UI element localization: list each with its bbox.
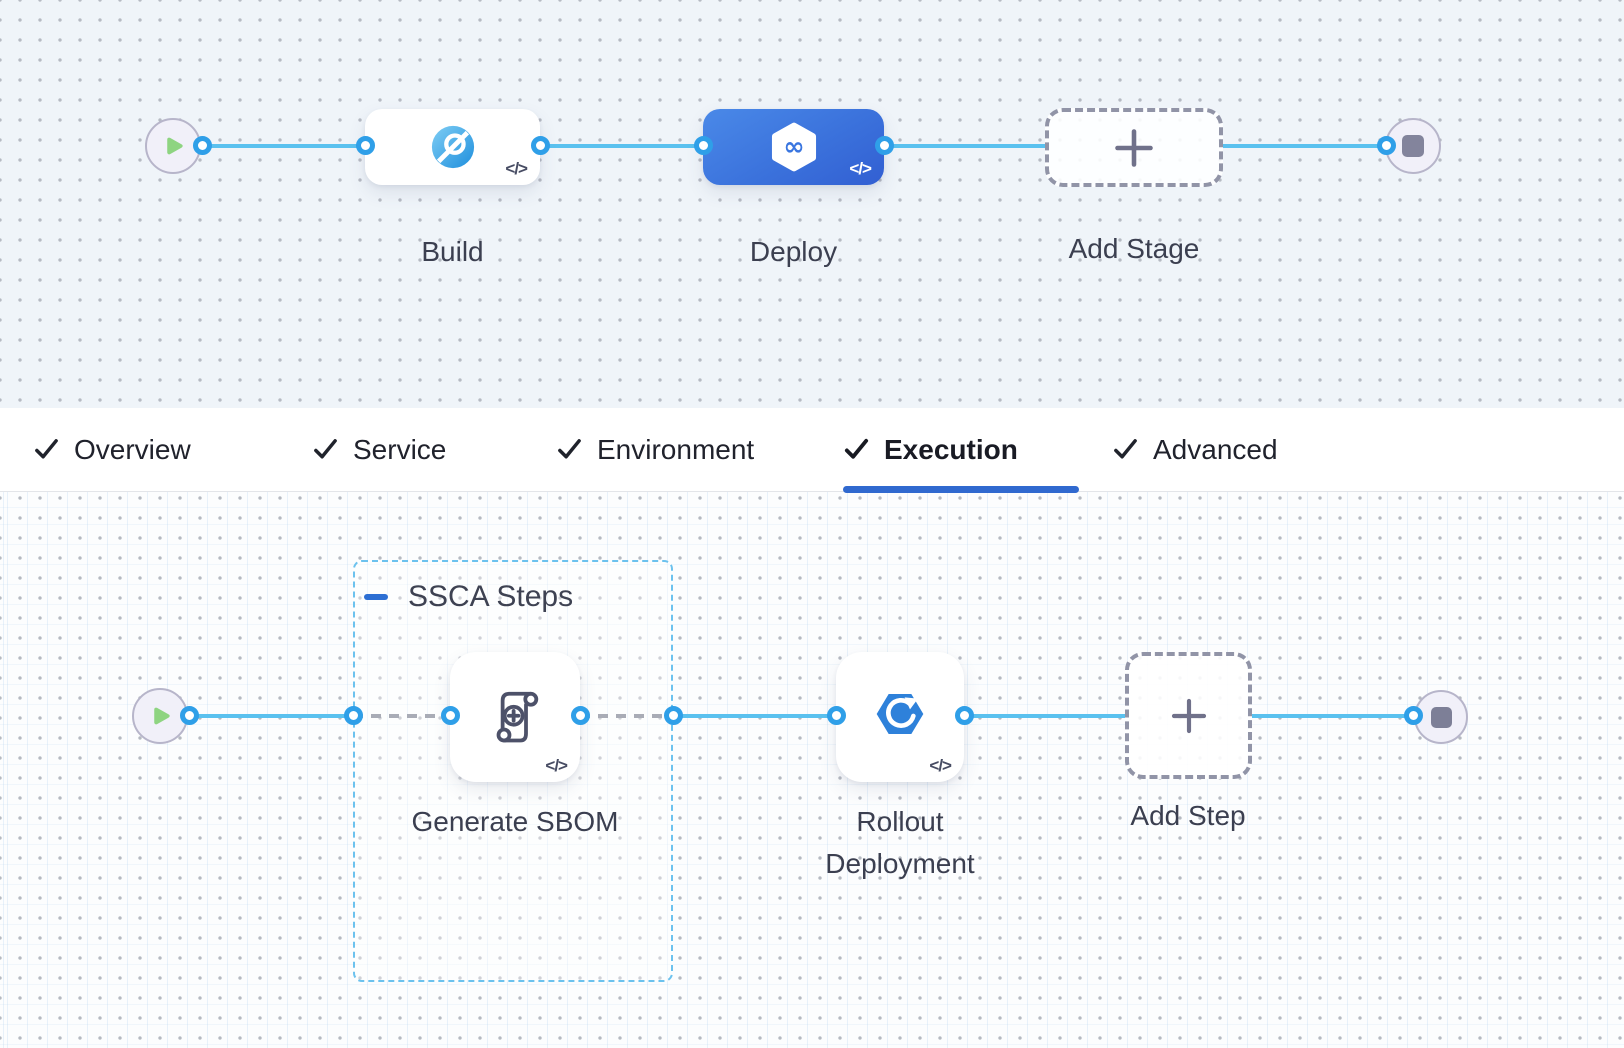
tab-label: Environment	[597, 433, 755, 465]
step-group-label: SSCA Steps	[408, 580, 574, 613]
check-icon	[33, 436, 60, 463]
port[interactable]	[180, 706, 199, 725]
execution-graph-canvas[interactable]: SSCA Steps	[0, 491, 1624, 1048]
tab-environment[interactable]: Environment	[556, 408, 754, 491]
stage-label-build: Build	[421, 236, 484, 267]
pipeline-start-node	[145, 118, 201, 174]
scroll-plus-icon	[482, 680, 548, 746]
port[interactable]	[694, 136, 713, 155]
execution-end-node	[1414, 690, 1468, 744]
add-step-button[interactable]	[1125, 652, 1252, 779]
stage-node-deploy[interactable]: ∞ </>	[703, 109, 884, 185]
tab-advanced[interactable]: Advanced	[1112, 408, 1278, 491]
cd-infinity-icon: ∞	[765, 118, 823, 176]
plus-icon	[1112, 126, 1156, 170]
code-icon[interactable]: </>	[929, 756, 952, 775]
edge	[540, 144, 703, 148]
edge	[189, 714, 353, 718]
add-stage-button[interactable]	[1045, 108, 1223, 187]
tab-overview[interactable]: Overview	[33, 408, 191, 491]
step-label-generate-sbom: Generate SBOM	[411, 806, 619, 837]
play-icon	[157, 130, 189, 162]
port[interactable]	[441, 706, 460, 725]
code-icon[interactable]: </>	[849, 159, 872, 178]
edge-dashed	[580, 714, 673, 718]
collapse-minus-icon[interactable]	[364, 593, 388, 601]
edge	[673, 714, 836, 718]
port[interactable]	[955, 706, 974, 725]
add-stage-label: Add Stage	[1068, 233, 1200, 264]
port[interactable]	[356, 136, 375, 155]
plus-icon	[1169, 696, 1209, 736]
check-icon	[312, 436, 339, 463]
code-icon[interactable]: </>	[505, 159, 528, 178]
stage-graph-canvas[interactable]: </> Build ∞ </> Deploy Add Stage	[0, 0, 1624, 408]
play-icon	[144, 700, 176, 732]
stage-config-tabbar: Overview Service Environment Execution A…	[0, 408, 1624, 493]
check-icon	[556, 436, 583, 463]
add-step-label: Add Step	[1130, 800, 1246, 831]
tab-service[interactable]: Service	[312, 408, 446, 491]
edge	[884, 144, 1045, 148]
stage-node-build[interactable]: </>	[365, 109, 540, 185]
code-icon[interactable]: </>	[545, 756, 568, 775]
step-node-rollout-deployment[interactable]: </>	[836, 652, 964, 782]
port[interactable]	[531, 136, 550, 155]
edge-dashed	[353, 714, 450, 718]
port[interactable]	[875, 136, 894, 155]
port[interactable]	[827, 706, 846, 725]
port[interactable]	[664, 706, 683, 725]
svg-text:∞: ∞	[783, 132, 804, 162]
stop-icon	[1402, 135, 1424, 157]
tab-label: Overview	[74, 433, 191, 465]
tab-execution[interactable]: Execution	[843, 408, 1018, 491]
step-label-rollout-deployment: Rollout Deployment	[825, 806, 975, 879]
port[interactable]	[1377, 136, 1396, 155]
stop-icon	[1430, 706, 1452, 728]
rollout-arrow-icon	[868, 682, 932, 746]
edge	[202, 144, 365, 148]
active-tab-underline	[843, 486, 1079, 493]
edge	[964, 714, 1125, 718]
port[interactable]	[571, 706, 590, 725]
check-icon	[843, 436, 870, 463]
edge	[1252, 714, 1413, 718]
edge	[1223, 144, 1386, 148]
ci-build-icon	[430, 124, 476, 170]
tab-label: Execution	[884, 433, 1018, 465]
check-icon	[1112, 436, 1139, 463]
port[interactable]	[1404, 706, 1423, 725]
port[interactable]	[344, 706, 363, 725]
step-node-generate-sbom[interactable]: </>	[450, 652, 580, 782]
tab-label: Advanced	[1153, 433, 1278, 465]
step-group-header: SSCA Steps	[364, 580, 573, 614]
tab-label: Service	[353, 433, 447, 465]
stage-label-deploy: Deploy	[749, 236, 838, 267]
port[interactable]	[193, 136, 212, 155]
